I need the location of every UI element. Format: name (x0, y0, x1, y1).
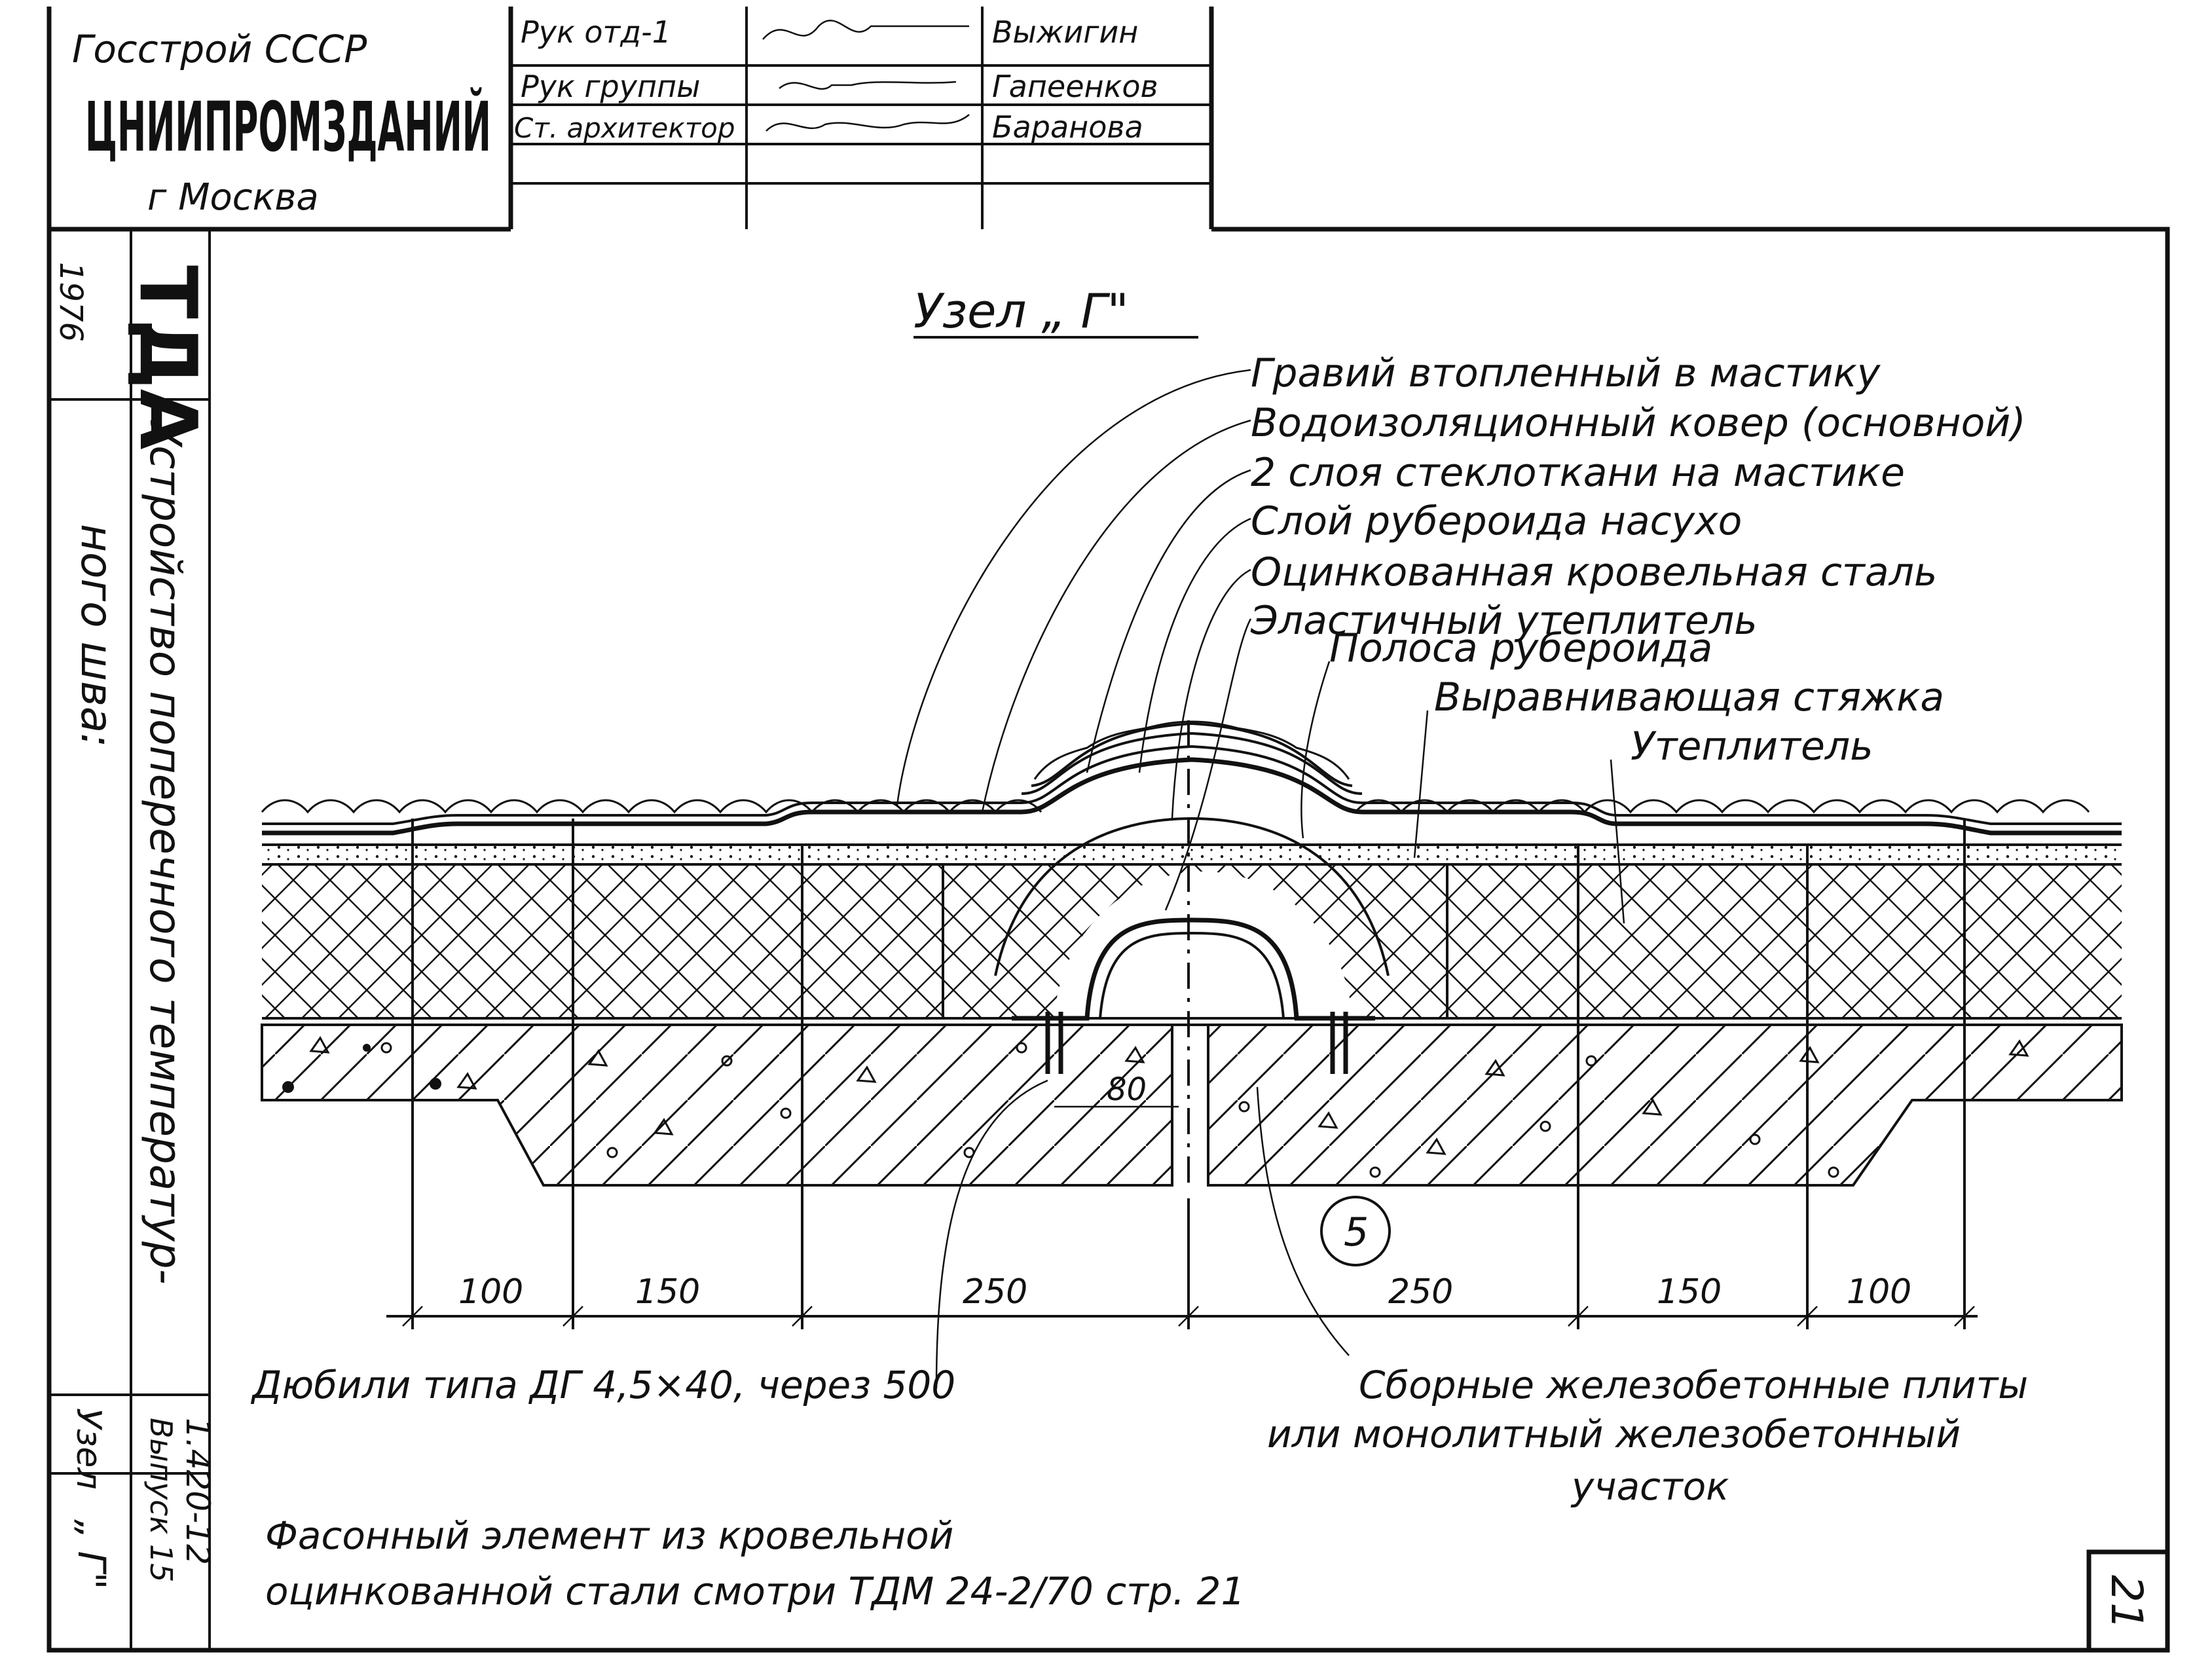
gravel-layer (261, 720, 2090, 814)
callout-roofing-felt: Слой рубероида насухо (1251, 498, 1742, 544)
steel-arch (1012, 917, 1375, 1021)
detail-marker-text: 5 (1344, 1209, 1369, 1255)
page-number-box: 21 (2086, 1549, 2167, 1650)
detail-marker-5: 5 (1320, 1196, 1391, 1266)
name-2: Баранова (992, 109, 1143, 145)
issue: Выпуск 15 (143, 1418, 179, 1582)
elastic-insulation-arc (994, 817, 1390, 976)
signature-2 (765, 114, 970, 132)
node-letter: „ Г" (69, 1519, 114, 1589)
callout-elastic-insulation: Эластичный утеплитель (1250, 598, 1758, 644)
dim-2: 250 (963, 1272, 1027, 1312)
dim-0: 100 (458, 1272, 523, 1312)
title-block: Госстрой СССР ЦНИИПРОМЗДАНИЙ г Москва Ру… (72, 7, 1214, 229)
role-2: Ст. архитектор (514, 112, 735, 144)
note-dowels: Дюбили типа ДГ 4,5×40, через 500 (250, 1363, 955, 1407)
side-panel: ТДА 1976 Устройство поперечного температ… (52, 262, 217, 1589)
callout-screed: Выравнивающая стяжка (1434, 674, 1944, 720)
note-element-line-1: Фасонный элемент из кровельной (265, 1513, 953, 1558)
dim-4: 150 (1657, 1272, 1722, 1312)
org-name: ЦНИИПРОМЗДАНИЙ (85, 87, 491, 167)
signature-0 (762, 20, 969, 40)
note-slabs-line-3: участок (1570, 1464, 1729, 1509)
node-label: Узел (69, 1408, 108, 1490)
callout-fiberglass: 2 слоя стеклоткани на мастике (1251, 450, 1905, 496)
note-slabs-line-1: Сборные железобетонные плиты (1359, 1363, 2028, 1407)
callout-galvanized-steel: Оцинкованная кровельная сталь (1251, 549, 1937, 595)
subject-line-1: Устройство поперечного температур- (140, 419, 191, 1285)
roof-section (261, 720, 2123, 1192)
callouts: Гравий втопленный в мастику Водоизоляцио… (1250, 350, 2026, 769)
subject-line-2: ного шва: (71, 524, 122, 748)
note-element-line-2: оцинкованной стали смотри ТДМ 24-2/70 ст… (265, 1569, 1245, 1614)
year: 1976 (52, 262, 89, 342)
notes: Дюбили типа ДГ 4,5×40, через 500 Сборные… (250, 1363, 2028, 1614)
dim-1: 150 (635, 1272, 700, 1312)
dimension-line: 100 150 250 250 150 100 80 (386, 819, 1978, 1329)
sheet-frame (46, 7, 2170, 1653)
org-top: Госстрой СССР (72, 27, 367, 71)
note-slabs-line-2: или монолитный железобетонный (1267, 1412, 1961, 1456)
name-0: Выжигин (992, 14, 1138, 50)
detail-title: Узел „ Г" (913, 284, 1129, 339)
page-number: 21 (2101, 1575, 2152, 1630)
screed-layer (262, 845, 2122, 864)
dim-5: 100 (1847, 1272, 1911, 1312)
callout-waterproof: Водоизоляционный ковер (основной) (1251, 400, 2026, 446)
callout-insulation: Утеплитель (1631, 724, 1873, 769)
role-1: Рук группы (521, 69, 700, 104)
city: г Москва (147, 176, 319, 219)
concrete-slab-left (261, 1024, 1173, 1187)
name-1: Гапеенков (992, 69, 1158, 104)
callout-felt-strip: Полоса рубероида (1329, 625, 1712, 671)
signature-1 (779, 81, 957, 90)
dim-local: 80 (1107, 1071, 1147, 1108)
role-0: Рук отд-1 (521, 14, 671, 50)
dim-3: 250 (1388, 1272, 1453, 1312)
aggregate-marks (309, 1036, 2029, 1178)
leader-lines (896, 369, 1625, 1389)
doc-code: 1.420-12 (179, 1418, 217, 1565)
callout-gravel: Гравий втопленный в мастику (1251, 350, 1881, 396)
series-code: ТДА (122, 265, 213, 450)
